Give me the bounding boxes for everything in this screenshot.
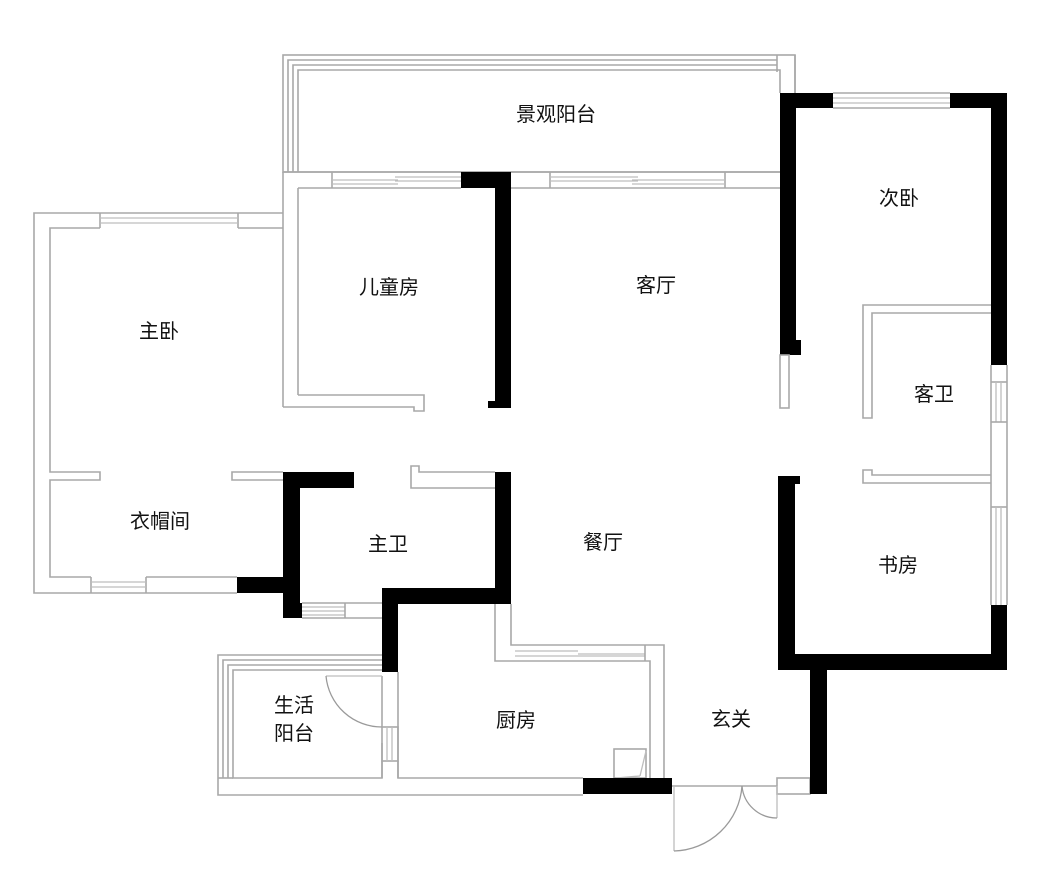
balcony-door-band bbox=[282, 171, 780, 213]
room-label-entrance: 玄关 bbox=[711, 707, 751, 731]
second-bedroom-window bbox=[833, 92, 950, 109]
room-label-study: 书房 bbox=[878, 553, 918, 577]
kids-room-wall bbox=[461, 172, 511, 408]
master-bathroom-walls bbox=[237, 472, 511, 672]
master-bedroom-outline bbox=[33, 212, 283, 594]
master-bathroom-outline bbox=[302, 465, 495, 619]
kitchen-outline bbox=[397, 604, 665, 779]
entrance-outline bbox=[672, 777, 811, 852]
room-label-dining-room: 餐厅 bbox=[583, 530, 623, 554]
kitchen-bottom-wall bbox=[583, 778, 672, 794]
room-label-walk-in-closet: 衣帽间 bbox=[130, 509, 190, 533]
room-label-kitchen: 厨房 bbox=[496, 708, 536, 732]
kids-room-outline bbox=[282, 188, 425, 412]
second-bedroom-walls bbox=[950, 93, 1007, 365]
room-label-second-bedroom: 次卧 bbox=[879, 186, 919, 210]
room-label-kids-room: 儿童房 bbox=[359, 275, 419, 299]
utility-balcony-outline bbox=[217, 654, 583, 796]
guest-bathroom-outline bbox=[862, 304, 1008, 605]
room-label-scenic-balcony: 景观阳台 bbox=[516, 102, 596, 126]
utility-balcony-label-line2: 阳台 bbox=[274, 721, 314, 745]
room-label-master-bedroom: 主卧 bbox=[139, 319, 179, 343]
entrance-right-wall bbox=[810, 670, 827, 794]
room-label-guest-bathroom: 客卫 bbox=[914, 382, 954, 406]
room-label-utility-balcony: 生活 阳台 bbox=[274, 691, 314, 747]
utility-balcony-label-line1: 生活 bbox=[274, 693, 314, 717]
room-label-living-room: 客厅 bbox=[636, 273, 676, 297]
room-label-master-bathroom: 主卫 bbox=[368, 532, 408, 556]
living-room-right-wall bbox=[779, 93, 833, 409]
